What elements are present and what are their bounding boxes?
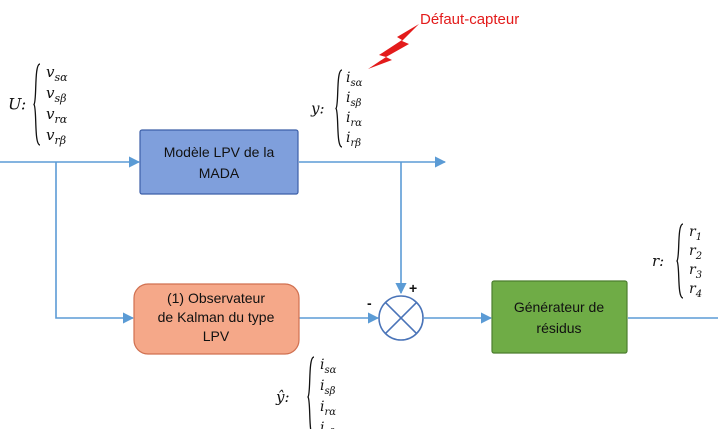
observer-block: (1) Observateur de Kalman du type LPV	[133, 283, 300, 355]
input-to-observer-line	[55, 162, 135, 324]
estimate-vector-symbol: ŷ:	[275, 388, 290, 406]
residuals-component-2: r2	[689, 243, 702, 262]
mada-model-block: Modèle LPV de la MADA	[139, 129, 299, 195]
signal-lines	[0, 156, 718, 324]
input-component-4: vrβ	[46, 126, 66, 147]
residuals-component-3: r3	[689, 262, 702, 281]
input-vector-brace	[33, 63, 41, 146]
summing-junction-cross-b	[384, 301, 418, 335]
estimate-component-1: isα	[320, 357, 337, 376]
residual-generator-block: Générateur de résidus	[491, 280, 628, 354]
output-component-2: isβ	[346, 90, 362, 109]
residual-generator-box	[491, 280, 628, 354]
input-vector-symbol: U:	[8, 95, 26, 114]
output-vector-brace	[335, 69, 343, 148]
summing-junction: + -	[367, 280, 424, 341]
minus-sign: -	[367, 295, 372, 311]
residual-generator-label-line1: Générateur de	[514, 299, 604, 315]
input-component-1: vsα	[46, 63, 68, 84]
residuals-component-1: r1	[689, 224, 702, 243]
mada-model-label-line2: MADA	[199, 165, 240, 181]
lightning-bolt-icon	[368, 24, 419, 69]
output-component-1: isα	[346, 70, 363, 89]
estimate-vector-brace	[307, 356, 315, 429]
plus-sign: +	[409, 280, 417, 296]
residuals-vector-symbol: r:	[652, 252, 664, 270]
residuals-vector-brace	[676, 223, 684, 299]
input-component-3: vrα	[46, 105, 68, 126]
observer-label-line1: (1) Observateur	[167, 290, 265, 306]
estimate-vector-yhat: ŷ: isα isβ irα irβ	[275, 356, 337, 429]
output-component-3: irα	[346, 110, 362, 129]
sensor-fault-marker: Défaut-capteur	[368, 11, 519, 69]
estimate-component-2: isβ	[320, 378, 336, 397]
observer-label-line3: LPV	[203, 328, 230, 344]
estimate-component-3: irα	[320, 399, 336, 418]
input-component-2: vsβ	[46, 84, 67, 105]
residual-generator-label-line2: résidus	[536, 320, 581, 336]
mada-model-label-line1: Modèle LPV de la	[164, 144, 275, 160]
observer-box	[133, 283, 300, 355]
mada-model-box	[139, 129, 299, 195]
observer-label-line2: de Kalman du type	[158, 309, 275, 325]
residuals-component-4: r4	[689, 281, 702, 300]
estimate-component-4: irβ	[320, 420, 335, 429]
sensor-fault-label: Défaut-capteur	[420, 11, 519, 28]
output-vector-symbol: y:	[310, 100, 325, 118]
output-component-4: irβ	[346, 130, 361, 149]
